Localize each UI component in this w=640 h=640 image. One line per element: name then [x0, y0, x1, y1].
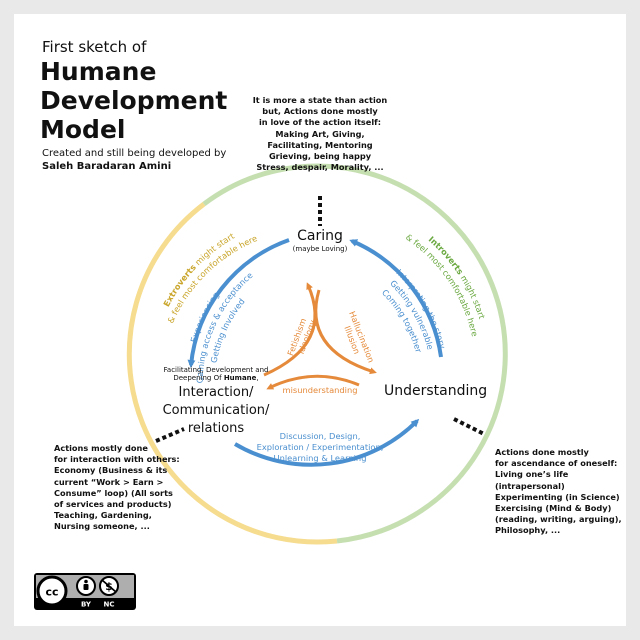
note-left-line: for interaction with others: — [54, 454, 180, 465]
note-top-line: Grieving, being happy — [268, 151, 372, 162]
interaction-preface-1: Facilitating, Development and — [163, 366, 269, 374]
blue-arc-understanding-to-caring — [349, 239, 443, 358]
orange-curve-left — [263, 282, 317, 377]
caring-sublabel: (maybe Loving) — [292, 245, 348, 253]
interaction-preface-2: Deepening Of Humane, — [173, 374, 259, 382]
diagram-canvas: Getting Involved Gaining access & accept… — [14, 14, 626, 626]
note-right-line: Philosophy, ... — [495, 525, 561, 536]
note-right-line: Exercising (Mind & Body) — [495, 503, 612, 514]
title-line-1: Humane — [40, 57, 157, 86]
orange-label-misunderstanding: misunderstanding — [282, 385, 357, 395]
interaction-label-1: Interaction/ — [178, 385, 254, 400]
by-label: BY — [81, 601, 92, 609]
orange-curve-right — [314, 289, 377, 375]
credit: Created and still being developed by Sal… — [42, 147, 226, 173]
note-top-line: in love of the action itself: — [258, 117, 382, 128]
connector-right — [453, 417, 485, 436]
note-left-line: current “Work > Earn > — [54, 476, 164, 487]
note-left-line: Consume” loop) (All sorts — [54, 487, 173, 498]
note-right-line: (reading, writing, arguing), — [495, 514, 622, 525]
note-top: It is more a state than action but, Acti… — [250, 95, 390, 173]
note-right-line: Actions done mostly — [495, 447, 589, 457]
note-right-line: Experimenting (in Science) — [495, 491, 620, 502]
author-name: Saleh Baradaran Amini — [42, 161, 172, 172]
node-caring: Caring (maybe Loving) — [270, 228, 370, 253]
bottom-blue-label-3: Unlearning & Learning — [274, 453, 367, 463]
note-top-line: It is more a state than action — [252, 95, 388, 105]
note-top-line: Stress, despair, Morality, ... — [256, 162, 384, 173]
interaction-label-2: Communication/ — [162, 403, 270, 418]
interaction-label-3: relations — [187, 421, 245, 436]
note-top-line: Making Art, Giving, — [275, 128, 365, 139]
diagram-graphics: Getting Involved Gaining access & accept… — [126, 163, 508, 545]
note-right-line: Living one’s life — [495, 469, 569, 480]
cc-text: cc — [45, 586, 58, 599]
orange-curve-bottom — [266, 374, 360, 390]
outer-ring-green — [202, 163, 508, 544]
bottom-blue-label-1: Discussion, Design, — [280, 431, 361, 441]
caring-label: Caring — [297, 228, 343, 244]
bottom-blue-label-2: Exploration / Experimentation, — [257, 442, 384, 452]
cc-icon — [36, 575, 68, 607]
note-left: Actions mostly done for interaction with… — [54, 443, 180, 533]
nc-label: NC — [104, 601, 115, 609]
node-understanding: Understanding — [384, 383, 488, 399]
note-left-line: Economy (Business & its — [54, 465, 168, 476]
blue-arc-caring-to-interaction — [187, 238, 290, 368]
note-top-line: Facilitating, Mentoring — [267, 139, 373, 150]
note-right-line: (intrapersonal) — [495, 480, 565, 491]
note-left-line: Nursing someone, ... — [54, 521, 150, 532]
note-right: Actions done mostly for ascendance of on… — [495, 447, 622, 537]
note-right-line: for ascendance of oneself: — [495, 458, 618, 469]
note-top-line: but, Actions done mostly — [262, 106, 378, 117]
note-left-line: Actions mostly done — [54, 443, 148, 453]
note-left-line: Teaching, Gardening, — [54, 510, 152, 521]
credit-line: Created and still being developed by — [42, 148, 227, 159]
connector-left — [155, 427, 185, 443]
node-interaction: Facilitating, Development and Deepening … — [156, 366, 276, 436]
outer-ring-yellow — [126, 202, 338, 545]
title-line-2: Development — [40, 86, 228, 115]
subtitle: First sketch of — [42, 38, 147, 56]
title-line-3: Model — [40, 115, 126, 144]
blue-arc-interaction-to-understanding — [233, 418, 420, 467]
note-left-line: of services and products) — [54, 499, 172, 510]
introverts-label: Introverts might start — [427, 234, 488, 321]
cc-license-badge: cc $ BY NC — [34, 573, 136, 610]
